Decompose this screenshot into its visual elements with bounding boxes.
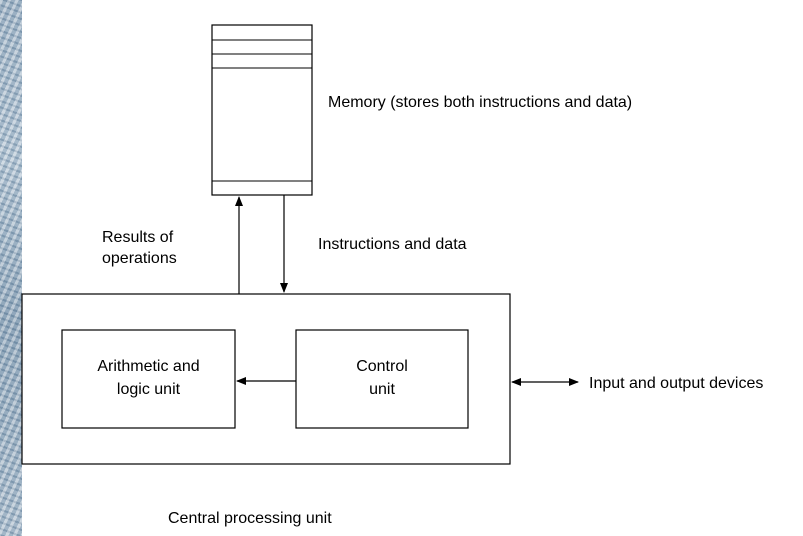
alu-box (61, 329, 236, 429)
control-label-line1: Control (356, 358, 408, 375)
alu-label-line2: logic unit (116, 381, 181, 398)
control-label-line2: unit (369, 381, 395, 398)
alu-label-line1: Arithmetic and (97, 358, 200, 375)
memory-label: Memory (stores both instructions and dat… (328, 94, 633, 111)
cpu-box (21, 293, 511, 465)
memory-outline (211, 24, 313, 196)
control-unit-box (295, 329, 469, 429)
memory-block (211, 24, 313, 196)
left-edge-texture (0, 0, 22, 536)
instructions-label: Instructions and data (318, 236, 467, 253)
results-label-line1: Results of (102, 229, 174, 246)
results-label-line2: operations (102, 250, 177, 267)
cpu-label: Central processing unit (168, 510, 332, 527)
io-label: Input and output devices (589, 375, 764, 392)
